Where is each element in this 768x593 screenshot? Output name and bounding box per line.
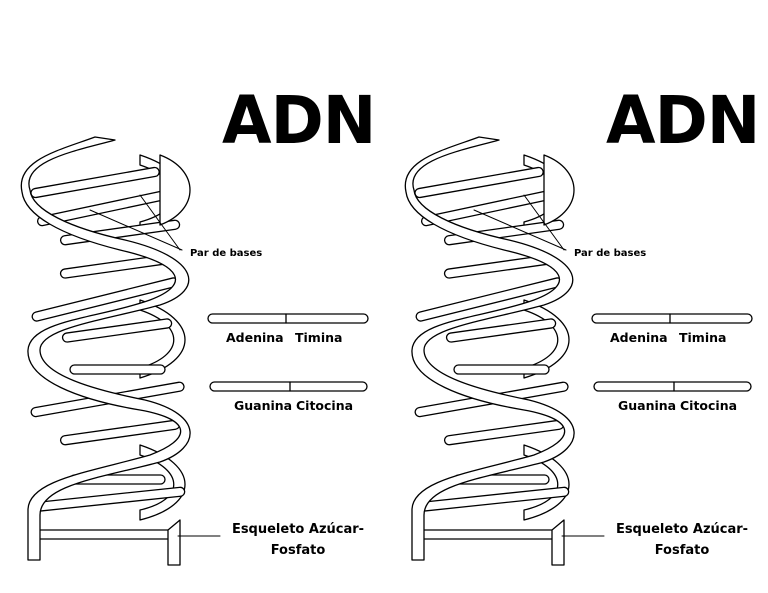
backbone-label-line2: Fosfato <box>270 543 326 558</box>
cytosine-label: Citocina <box>680 398 738 413</box>
cytosine-label: Citocina <box>296 398 354 413</box>
base-pairs-label: Par de bases <box>574 248 647 259</box>
guanine-label: Guanina <box>234 398 293 413</box>
page-title: ADN <box>222 82 376 159</box>
thymine-label: Timina <box>679 330 727 345</box>
backbone-label-line1: Esqueleto Azúcar- <box>615 522 749 537</box>
backbone-label-line1: Esqueleto Azúcar- <box>231 522 365 537</box>
adenine-label: Adenina <box>226 330 284 345</box>
dna-worksheet-panel-left: ADN Par de bases Adenina Timina Guanina … <box>20 82 376 566</box>
base-pairs-label: Par de bases <box>190 248 263 259</box>
dna-helix-illustration <box>20 136 369 566</box>
dna-worksheet-panel-right: ADN Par de bases Adenina Timina Guanina … <box>384 0 768 593</box>
page-title: ADN <box>606 82 760 159</box>
dna-helix-illustration <box>404 136 753 566</box>
adenine-label: Adenina <box>610 330 668 345</box>
thymine-label: Timina <box>295 330 343 345</box>
guanine-label: Guanina <box>618 398 677 413</box>
backbone-label-line2: Fosfato <box>654 543 710 558</box>
backbone-label: Esqueleto Azúcar- Fosfato <box>612 519 752 561</box>
backbone-label: Esqueleto Azúcar- Fosfato <box>228 519 368 561</box>
